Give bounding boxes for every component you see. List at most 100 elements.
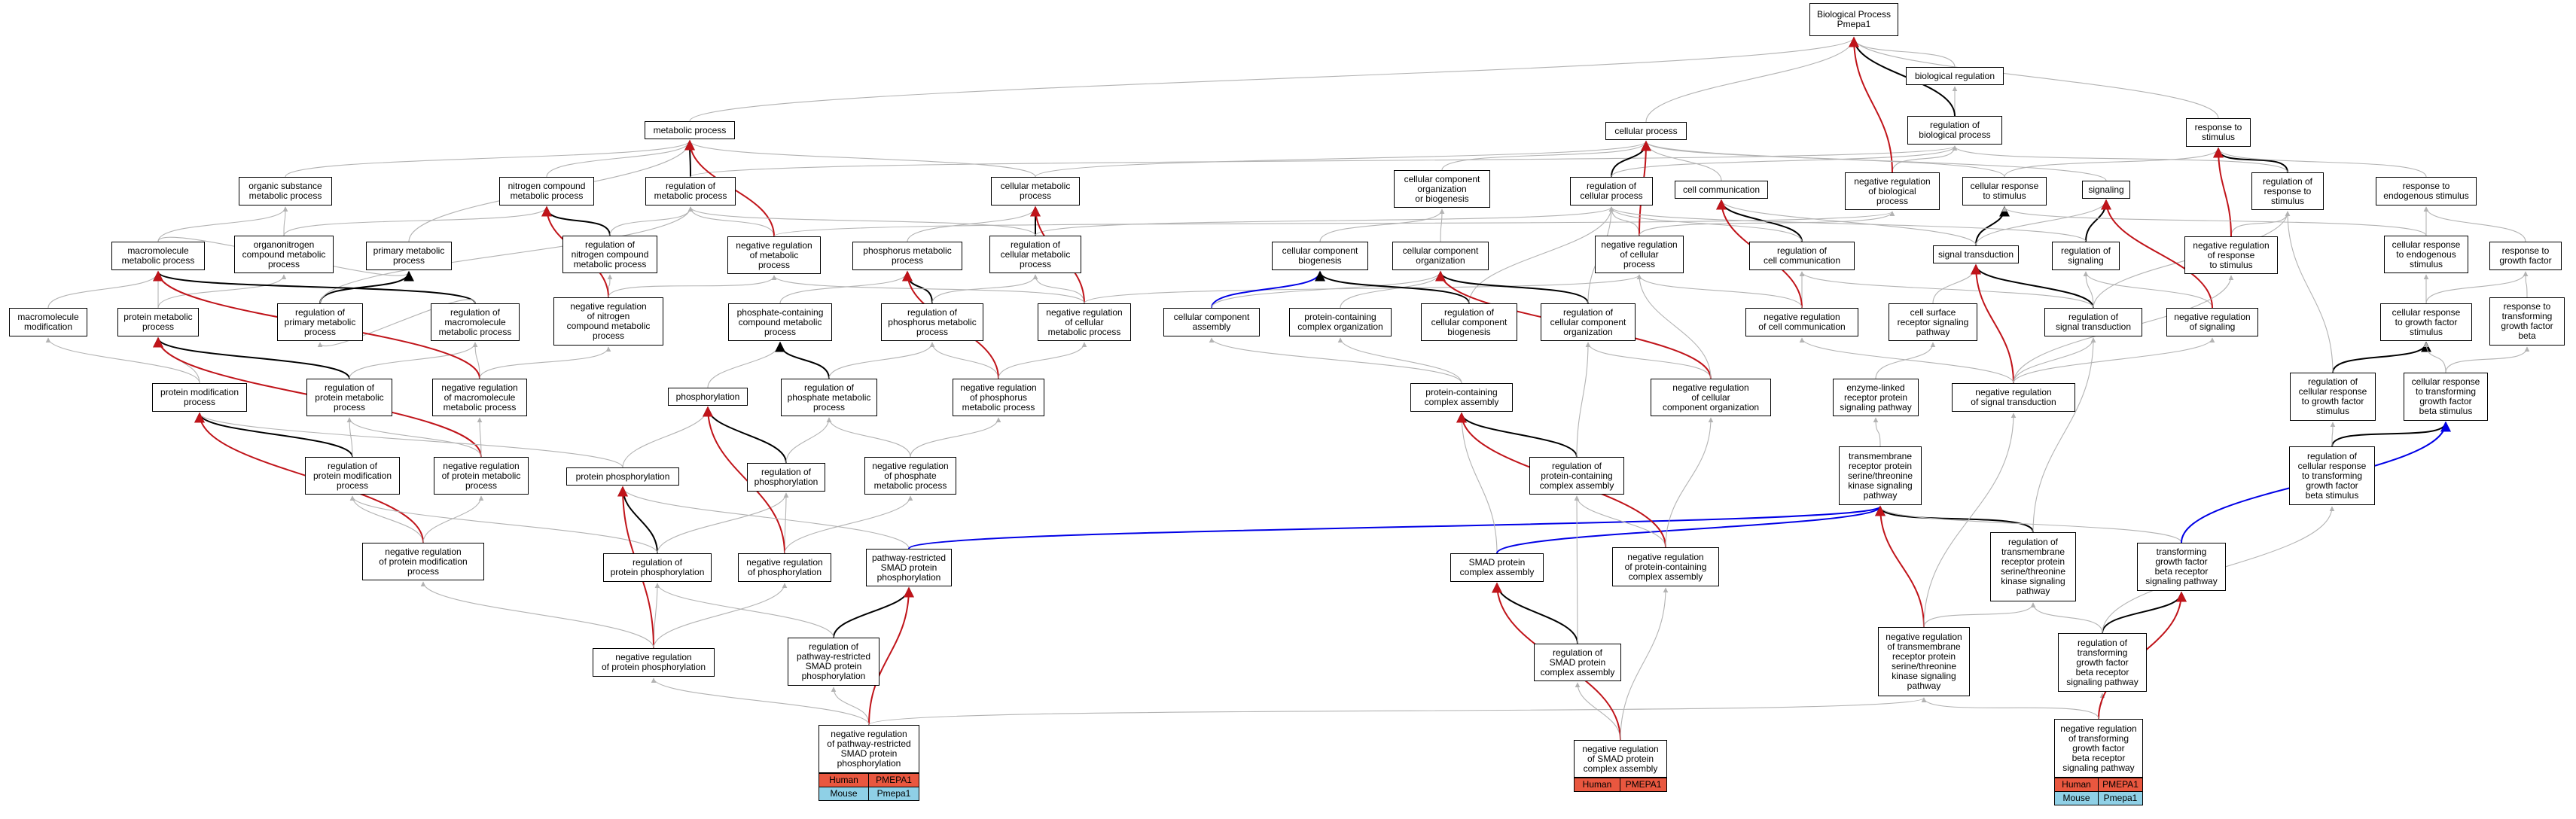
term-neg-reg-sig-trans[interactable]: negative regulation of signal transducti… xyxy=(1952,383,2075,412)
term-neg-reg-bp[interactable]: negative regulation of biological proces… xyxy=(1845,172,1940,210)
term-cell-resp-endo[interactable]: cellular response to endogenous stimulus xyxy=(2384,236,2468,273)
term-reg-bp[interactable]: regulation of biological process xyxy=(1907,116,2002,145)
term-reg-phosphorylation[interactable]: regulation of phosphorylation xyxy=(747,463,825,492)
term-phosphorylation[interactable]: phosphorylation xyxy=(668,388,748,406)
term-neg-reg-met[interactable]: negative regulation of metabolic process xyxy=(727,236,821,274)
term-neg-reg-phosphorus[interactable]: negative regulation of phosphorus metabo… xyxy=(953,379,1044,416)
term-reg-sig-trans[interactable]: regulation of signal transduction xyxy=(2044,308,2142,336)
edge-reg-cell-met-to-reg-met xyxy=(687,206,1036,236)
term-neg-reg-phosphate[interactable]: negative regulation of phosphate metabol… xyxy=(864,457,956,495)
edge-reg-ccb-to-ccb xyxy=(1315,270,1470,304)
term-neg-reg-cco[interactable]: negative regulation of cellular componen… xyxy=(1651,379,1771,416)
term-reg-cell-resp-gf[interactable]: regulation of cellular response to growt… xyxy=(2290,373,2376,421)
term-reg-macro-met[interactable]: regulation of macromolecule metabolic pr… xyxy=(431,303,520,341)
term-prot-mod[interactable]: protein modification process xyxy=(152,383,247,412)
term-reg-met[interactable]: regulation of metabolic process xyxy=(645,177,736,206)
term-prot-phos[interactable]: protein phosphorylation xyxy=(566,467,679,486)
term-cell-met[interactable]: cellular metabolic process xyxy=(991,177,1080,206)
term-cell-surf[interactable]: cell surface receptor signaling pathway xyxy=(1889,303,1977,341)
term-sig-trans[interactable]: signal transduction xyxy=(1933,245,2019,263)
term-prim-met[interactable]: primary metabolic process xyxy=(366,242,452,270)
term-bp[interactable]: Biological Process Pmepa1 xyxy=(1809,3,1898,36)
term-reg-nitro[interactable]: regulation of nitrogen compound metaboli… xyxy=(562,236,657,273)
term-reg-prot-phos[interactable]: regulation of protein phosphorylation xyxy=(603,553,712,582)
term-ccb[interactable]: cellular component biogenesis xyxy=(1272,242,1368,270)
term-neg-reg-cell-met[interactable]: negative regulation of cellular metaboli… xyxy=(1038,303,1131,341)
term-neg-reg-nitro[interactable]: negative regulation of nitrogen compound… xyxy=(553,297,663,346)
term-reg-ccb[interactable]: regulation of cellular component biogene… xyxy=(1421,303,1517,341)
edge-met-proc-to-bp xyxy=(689,37,1857,122)
edge-tmrsk-to-enzyme-linked xyxy=(1873,417,1881,447)
term-phosphorus[interactable]: phosphorus metabolic process xyxy=(852,242,962,270)
term-resp-tgfb[interactable]: response to transforming growth factor b… xyxy=(2489,297,2565,346)
edge-neg-reg-prot-met-to-neg-reg-macro-met xyxy=(477,417,483,458)
edge-reg-prot-met-to-reg-macro-met xyxy=(349,342,478,379)
term-neg-reg-prot-met[interactable]: negative regulation of protein metabolic… xyxy=(434,457,529,495)
term-reg-phosphorus[interactable]: regulation of phosphorus metabolic proce… xyxy=(881,303,983,341)
term-reg-phosphate[interactable]: regulation of phosphate metabolic proces… xyxy=(781,379,877,416)
term-tmrsk[interactable]: transmembrane receptor protein serine/th… xyxy=(1839,446,1922,505)
term-resp-endo[interactable]: response to endogenous stimulus xyxy=(2376,177,2477,206)
term-neg-reg-cell-proc[interactable]: negative regulation of cellular process xyxy=(1595,236,1684,273)
term-cell-resp-gf[interactable]: cellular response to growth factor stimu… xyxy=(2380,303,2472,341)
term-neg-reg-prsmad[interactable]: negative regulation of pathway-restricte… xyxy=(819,725,919,773)
term-enzyme-linked[interactable]: enzyme-linked receptor protein signaling… xyxy=(1833,379,1919,416)
edge-pc-assembly-to-pc-org xyxy=(1337,337,1462,384)
term-reg-prot-met[interactable]: regulation of protein metabolic process xyxy=(306,379,392,416)
term-reg-resp-stim[interactable]: regulation of response to stimulus xyxy=(2251,172,2324,210)
term-reg-tmrsk[interactable]: regulation of transmembrane receptor pro… xyxy=(1990,532,2076,601)
term-pc-org[interactable]: protein-containing complex organization xyxy=(1289,308,1392,336)
term-neg-reg-cell-comm[interactable]: negative regulation of cell communicatio… xyxy=(1745,308,1858,336)
term-neg-reg-prot-phos[interactable]: negative regulation of protein phosphory… xyxy=(593,648,715,677)
edge-reg-signaling-to-signaling xyxy=(2085,199,2111,242)
term-reg-cell-resp-tgfb[interactable]: regulation of cellular response to trans… xyxy=(2289,446,2375,505)
term-nitro[interactable]: nitrogen compound metabolic process xyxy=(499,177,594,206)
term-smad-assembly[interactable]: SMAD protein complex assembly xyxy=(1450,553,1544,582)
term-reg-prim-met[interactable]: regulation of primary metabolic process xyxy=(277,303,363,341)
term-neg-reg-resp[interactable]: negative regulation of response to stimu… xyxy=(2184,236,2278,274)
term-cco[interactable]: cellular component organization xyxy=(1392,242,1489,270)
term-reg-cell-met[interactable]: regulation of cellular metabolic process xyxy=(989,236,1081,273)
term-cell-resp-tgfb[interactable]: cellular response to transforming growth… xyxy=(2404,373,2488,421)
term-met-proc[interactable]: metabolic process xyxy=(645,121,735,139)
term-cc-assembly[interactable]: cellular component assembly xyxy=(1163,308,1260,336)
term-prsmad[interactable]: pathway-restricted SMAD protein phosphor… xyxy=(866,549,952,586)
term-org-subst[interactable]: organic substance metabolic process xyxy=(239,177,332,206)
term-reg-prsmad[interactable]: regulation of pathway-restricted SMAD pr… xyxy=(788,638,879,686)
term-reg-tgfb-path[interactable]: regulation of transforming growth factor… xyxy=(2058,633,2147,692)
term-neg-reg-signaling[interactable]: negative regulation of signaling xyxy=(2166,308,2258,336)
term-tgfb-path[interactable]: transforming growth factor beta receptor… xyxy=(2137,543,2226,591)
term-reg-cco[interactable]: regulation of cellular component organiz… xyxy=(1541,303,1636,341)
term-reg-cell-comm[interactable]: regulation of cell communication xyxy=(1749,242,1855,270)
term-resp-stim[interactable]: response to stimulus xyxy=(2186,118,2251,147)
term-resp-gf[interactable]: response to growth factor xyxy=(2489,242,2562,270)
term-neg-reg-tmrsk[interactable]: negative regulation of transmembrane rec… xyxy=(1878,627,1970,696)
term-reg-pc-assembly[interactable]: regulation of protein-containing complex… xyxy=(1529,457,1624,495)
term-orgnitro[interactable]: organonitrogen compound metabolic proces… xyxy=(234,236,334,273)
term-neg-reg-pc-assembly[interactable]: negative regulation of protein-containin… xyxy=(1612,547,1719,586)
term-phos-cont[interactable]: phosphate-containing compound metabolic … xyxy=(728,303,832,341)
edge-reg-prim-met-to-reg-met xyxy=(319,206,694,304)
edge-cell-proc-to-bp xyxy=(1645,37,1857,123)
term-reg-cell-proc[interactable]: regulation of cellular process xyxy=(1570,177,1653,206)
term-ccob[interactable]: cellular component organization or bioge… xyxy=(1394,170,1490,208)
term-reg-smad-assembly[interactable]: regulation of SMAD protein complex assem… xyxy=(1534,644,1621,681)
edge-neg-reg-resp-to-resp-stim xyxy=(2213,147,2232,237)
term-neg-reg-smad-assembly[interactable]: negative regulation of SMAD protein comp… xyxy=(1574,740,1667,778)
term-neg-reg-tgfb-path[interactable]: negative regulation of transforming grow… xyxy=(2054,719,2143,778)
term-neg-reg-phosphorylation[interactable]: negative regulation of phosphorylation xyxy=(738,553,831,582)
term-reg-prot-mod[interactable]: regulation of protein modification proce… xyxy=(305,457,400,495)
term-reg-signaling[interactable]: regulation of signaling xyxy=(2052,242,2120,270)
term-cell-resp-stim[interactable]: cellular response to stimulus xyxy=(1962,177,2047,206)
term-macro-met[interactable]: macromolecule metabolic process xyxy=(111,242,205,270)
term-prot-met[interactable]: protein metabolic process xyxy=(117,308,199,336)
term-signaling[interactable]: signaling xyxy=(2082,181,2130,199)
term-macro-mod[interactable]: macromolecule modification xyxy=(9,308,87,336)
term-cell-comm[interactable]: cell communication xyxy=(1675,181,1768,199)
term-cell-proc[interactable]: cellular process xyxy=(1605,122,1687,140)
term-neg-reg-prot-mod[interactable]: negative regulation of protein modificat… xyxy=(362,543,484,580)
term-bio-reg[interactable]: biological regulation xyxy=(1906,67,2004,85)
term-pc-assembly[interactable]: protein-containing complex assembly xyxy=(1410,383,1513,412)
term-neg-reg-macro-met[interactable]: negative regulation of macromolecule met… xyxy=(432,379,527,416)
